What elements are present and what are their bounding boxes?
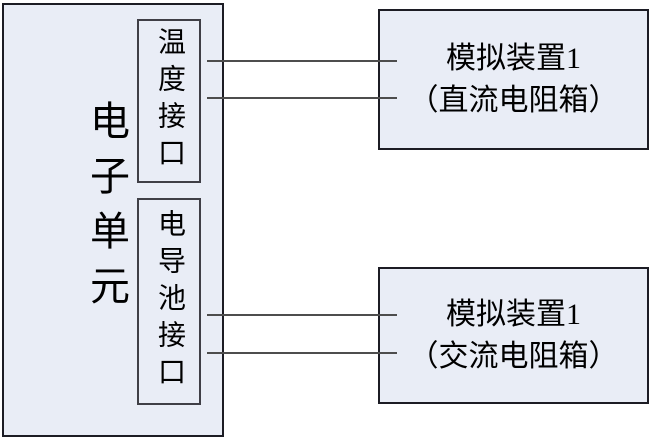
conductivity-interface-box: 电导池接口 — [137, 198, 201, 405]
connector-line-cond-1 — [207, 314, 397, 316]
connector-line-temp-2 — [207, 97, 397, 99]
device-ac-title: 模拟装置1 — [446, 297, 581, 331]
temperature-interface-box: 温度接口 — [137, 19, 201, 183]
device-dc-title: 模拟装置1 — [446, 41, 581, 75]
device-dc-subtitle: （直流电阻箱） — [408, 83, 619, 117]
electronic-unit-label: 电子单元 — [84, 100, 129, 320]
device-ac-box: 模拟装置1 （交流电阻箱） — [378, 267, 649, 404]
device-ac-subtitle: （交流电阻箱） — [408, 339, 619, 373]
temperature-interface-label: 温度接口 — [154, 27, 185, 175]
device-dc-box: 模拟装置1 （直流电阻箱） — [378, 9, 649, 150]
connector-line-cond-2 — [207, 352, 397, 354]
connector-line-temp-1 — [207, 60, 397, 62]
conductivity-interface-label: 电导池接口 — [154, 209, 185, 394]
